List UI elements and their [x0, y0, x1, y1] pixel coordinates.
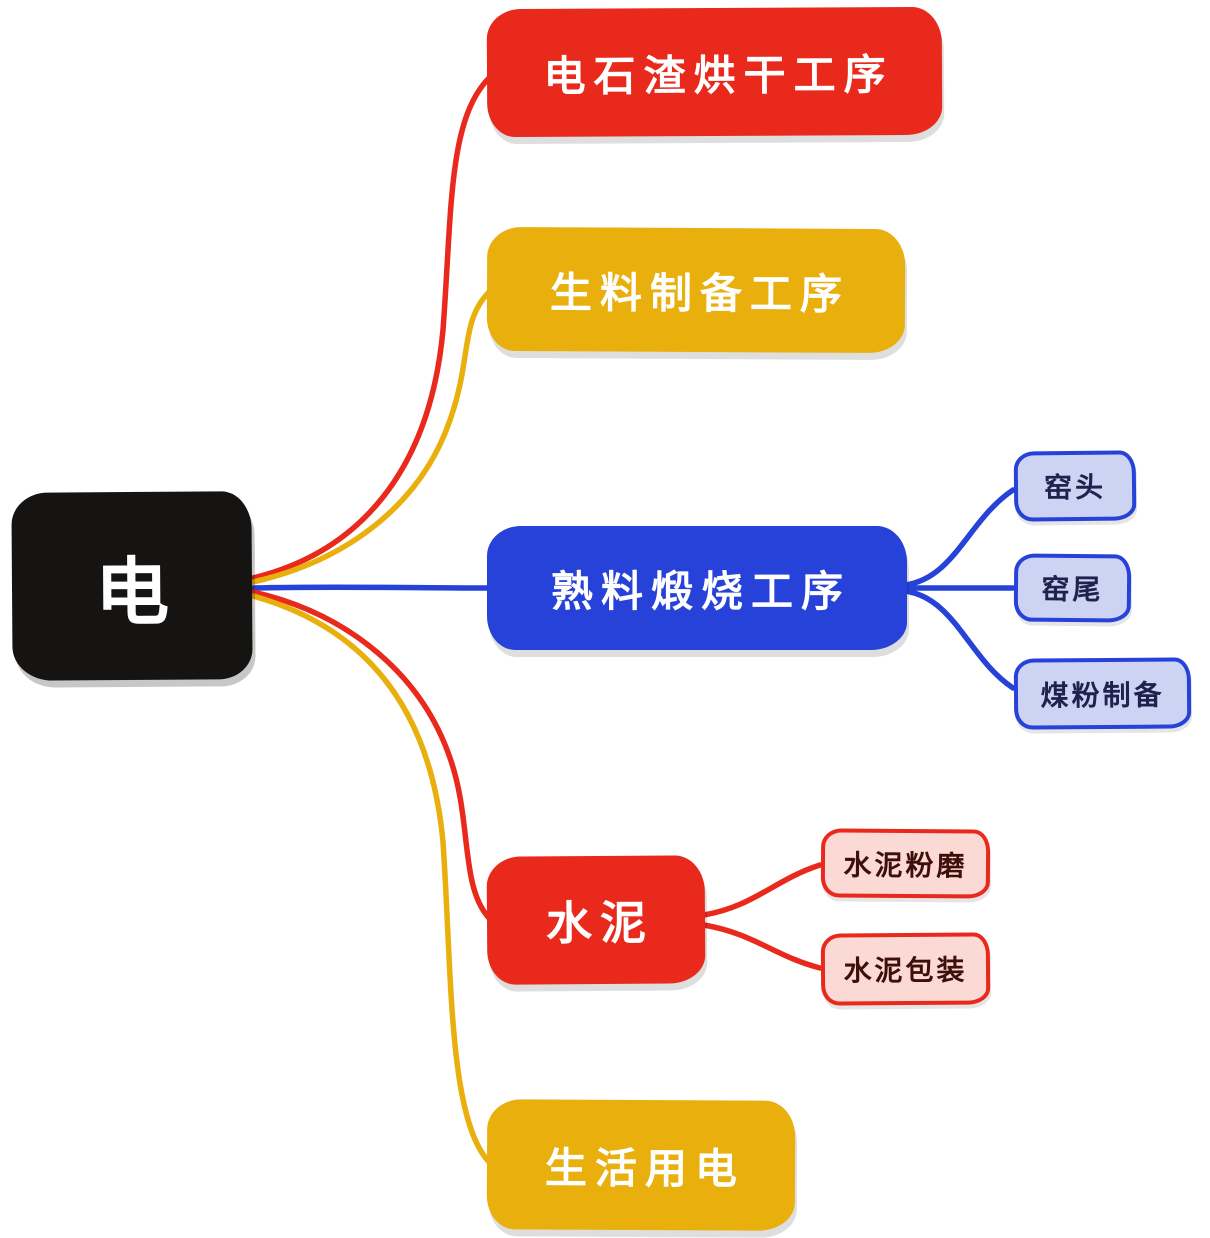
node-carbide-slag-drying-label: 电石渣烘干工序	[543, 49, 894, 101]
node-kiln-head[interactable]: 窑头	[1013, 450, 1137, 522]
node-cement-grinding-label: 水泥粉磨	[843, 848, 968, 882]
node-kiln-tail-label: 窑尾	[1041, 572, 1104, 607]
node-kiln-tail[interactable]: 窑尾	[1013, 553, 1132, 623]
node-cement-grinding[interactable]: 水泥粉磨	[820, 828, 991, 899]
node-domestic-electricity[interactable]: 生活用电	[486, 1099, 796, 1231]
node-coal-powder-preparation-label: 煤粉制备	[1040, 678, 1165, 712]
edge-cement-to-cement-grinding	[701, 862, 823, 918]
edge-cement-to-cement-packing	[701, 922, 823, 971]
node-cement-packing[interactable]: 水泥包装	[820, 932, 991, 1006]
edge-root-to-domestic-electricity	[250, 593, 492, 1165]
node-clinker-calcination-label: 熟料煅烧工序	[550, 566, 851, 616]
node-electricity-root[interactable]: 电	[11, 491, 253, 681]
node-carbide-slag-drying[interactable]: 电石渣烘干工序	[486, 6, 943, 138]
edge-root-to-clinker-calcination	[250, 584, 492, 591]
node-cement-packing-label: 水泥包装	[843, 953, 968, 988]
node-kiln-head-label: 窑头	[1043, 470, 1107, 505]
node-raw-meal-preparation[interactable]: 生料制备工序	[486, 226, 906, 354]
edge-clinker-to-kiln-head	[902, 487, 1016, 588]
edge-clinker-to-coal-powder	[902, 588, 1016, 691]
node-coal-powder-preparation[interactable]: 煤粉制备	[1013, 657, 1192, 730]
node-raw-meal-preparation-label: 生料制备工序	[549, 267, 851, 319]
node-domestic-electricity-label: 生活用电	[544, 1142, 746, 1194]
edge-root-to-cement	[250, 589, 492, 921]
node-cement[interactable]: 水泥	[486, 855, 706, 985]
edge-root-to-carbide-slag-drying	[250, 75, 492, 581]
node-clinker-calcination[interactable]: 熟料煅烧工序	[487, 526, 907, 650]
edge-root-to-raw-meal-preparation	[250, 289, 492, 585]
node-cement-label: 水泥	[545, 895, 655, 951]
node-electricity-root-label: 电	[94, 549, 170, 636]
